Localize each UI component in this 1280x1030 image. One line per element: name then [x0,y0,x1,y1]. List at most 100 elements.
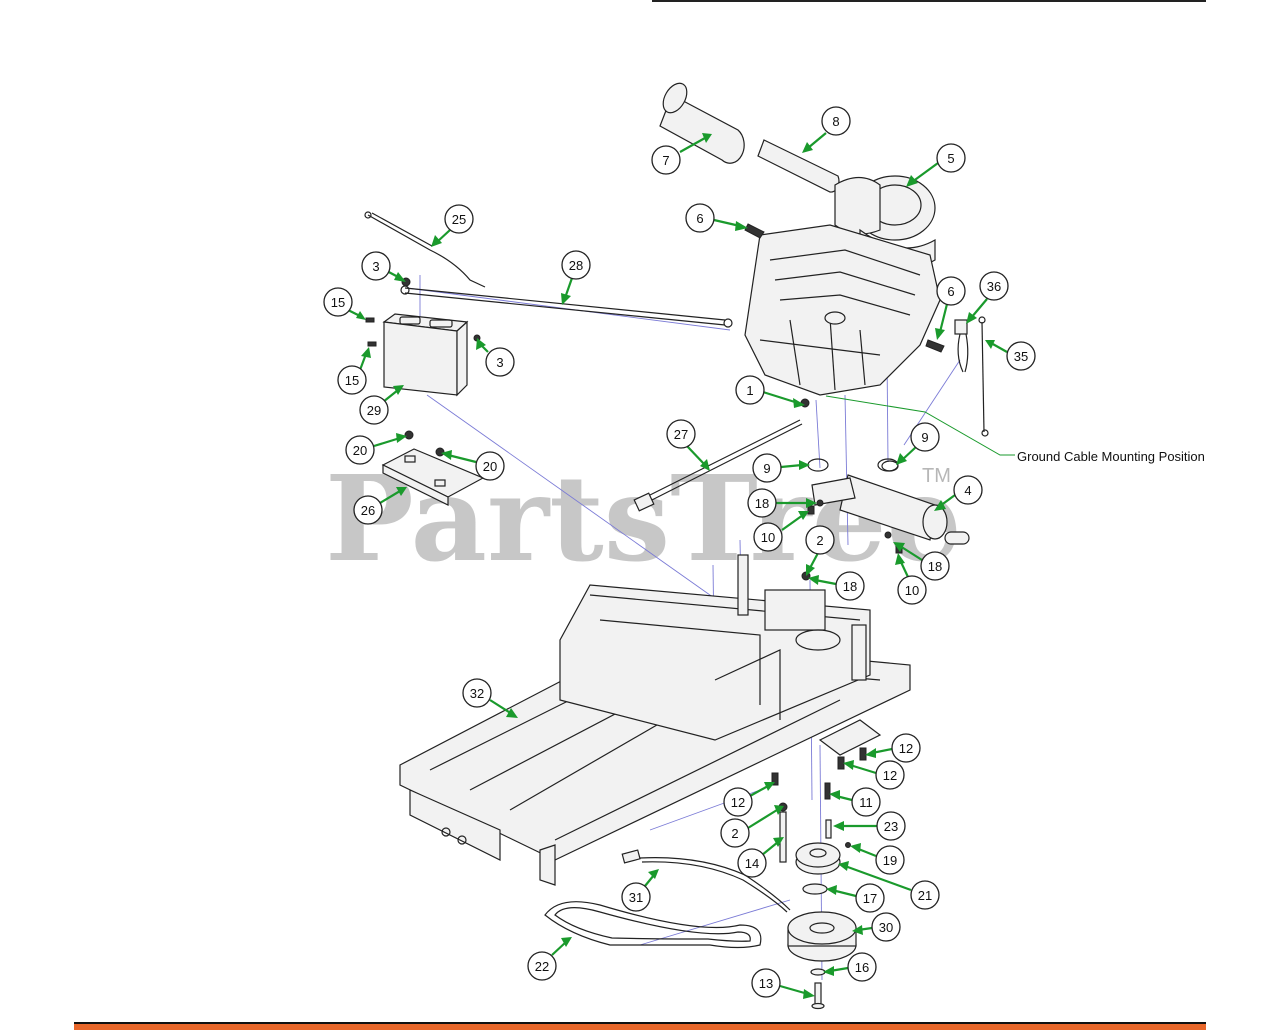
callout-36[interactable]: 36 [966,271,1009,324]
callout-9-right[interactable]: 9 [896,422,940,465]
washer-16 [810,968,826,976]
electric-clutch [787,911,857,962]
callout-15-lower[interactable]: 15 [337,347,371,395]
svg-text:17: 17 [863,891,877,906]
svg-text:12: 12 [899,741,913,756]
callout-31[interactable]: 31 [621,869,659,912]
callout-group: 1 2 2 3 3 4 5 6 6 7 8 9 9 10 10 11 12 12… [323,106,1036,999]
svg-text:4: 4 [964,483,971,498]
callout-1[interactable]: 1 [735,375,805,408]
svg-text:15: 15 [331,295,345,310]
callout-18-left[interactable]: 18 [747,488,817,518]
svg-text:32: 32 [470,686,484,701]
svg-text:20: 20 [483,459,497,474]
callout-7[interactable]: 7 [651,133,712,175]
callout-12-right[interactable]: 12 [865,733,921,763]
key-23 [825,819,832,839]
callout-20-right[interactable]: 20 [441,450,505,481]
svg-text:13: 13 [759,976,773,991]
watermark-trademark: TM [922,465,951,487]
svg-text:6: 6 [696,211,703,226]
spark-plug-lower [925,339,945,353]
callout-3-upper[interactable]: 3 [361,251,406,282]
engine-body [744,224,941,396]
callout-12-left[interactable]: 12 [723,782,775,817]
bolt-upper [365,317,375,323]
svg-text:30: 30 [879,920,893,935]
callout-18-lower[interactable]: 18 [808,571,865,601]
bolt-13 [811,982,825,1010]
washer-18-left [816,499,824,507]
svg-text:19: 19 [883,853,897,868]
engine-pulley [795,842,841,875]
callout-12-mid[interactable]: 12 [843,760,905,790]
svg-text:12: 12 [731,795,745,810]
battery [382,313,469,397]
svg-text:10: 10 [761,530,775,545]
callout-15-upper[interactable]: 15 [323,287,366,320]
svg-text:12: 12 [883,768,897,783]
callout-13[interactable]: 13 [751,968,815,999]
bolt-12-right [859,747,867,761]
callout-14[interactable]: 14 [737,837,784,878]
svg-text:25: 25 [452,212,466,227]
bolt-1 [800,398,810,408]
callout-20-left[interactable]: 20 [345,433,407,465]
bolt-11 [824,782,831,800]
svg-text:1: 1 [746,383,753,398]
exhaust-pipe [811,477,856,506]
callout-4[interactable]: 4 [934,475,983,511]
callout-17[interactable]: 17 [826,883,885,913]
callout-10-right[interactable]: 10 [895,553,927,605]
svg-text:31: 31 [629,890,643,905]
callout-6-upper[interactable]: 6 [685,203,748,233]
bolt-12-left [771,772,779,786]
callout-10-left[interactable]: 10 [753,511,809,552]
bolt-10-left [807,505,815,515]
callout-11[interactable]: 11 [829,787,881,817]
mower-frame [399,554,911,886]
tray-nut-left [404,430,414,440]
svg-text:23: 23 [884,819,898,834]
callout-2-lower[interactable]: 2 [720,805,784,848]
svg-text:11: 11 [859,795,873,810]
callout-18-right[interactable]: 18 [893,542,950,581]
ground-cable [633,419,803,512]
callout-27[interactable]: 27 [666,419,710,471]
drive-belt [544,901,762,949]
callout-8[interactable]: 8 [802,106,851,153]
clutch-wire [621,849,791,913]
callout-26[interactable]: 26 [353,487,407,525]
svg-text:5: 5 [947,151,954,166]
callout-9-left[interactable]: 9 [752,453,810,483]
callout-5[interactable]: 5 [906,143,966,187]
svg-text:10: 10 [905,583,919,598]
svg-text:9: 9 [763,461,770,476]
callout-29[interactable]: 29 [359,385,404,425]
callout-30[interactable]: 30 [852,912,901,942]
air-filter-element [659,82,745,164]
callout-35[interactable]: 35 [985,340,1036,371]
callout-22[interactable]: 22 [527,937,572,981]
bolt-lower [367,341,377,347]
set-screw-19 [845,842,851,848]
callout-2-upper[interactable]: 2 [805,525,835,576]
svg-text:21: 21 [918,888,932,903]
svg-text:15: 15 [345,373,359,388]
callout-19[interactable]: 19 [850,843,905,875]
svg-text:29: 29 [367,403,381,418]
callout-6-lower[interactable]: 6 [935,276,966,340]
washer-17 [802,883,828,895]
callout-32[interactable]: 32 [462,678,518,718]
callout-28[interactable]: 28 [561,250,591,305]
callout-16[interactable]: 16 [823,952,877,982]
svg-text:20: 20 [353,443,367,458]
svg-text:22: 22 [535,959,549,974]
svg-text:26: 26 [361,503,375,518]
callout-3-side[interactable]: 3 [476,338,515,377]
ground-pointer-line [825,395,1015,456]
callout-21[interactable]: 21 [838,861,940,910]
tray-nut-right [435,447,445,457]
callout-23[interactable]: 23 [833,811,906,841]
callout-25[interactable]: 25 [431,204,474,247]
